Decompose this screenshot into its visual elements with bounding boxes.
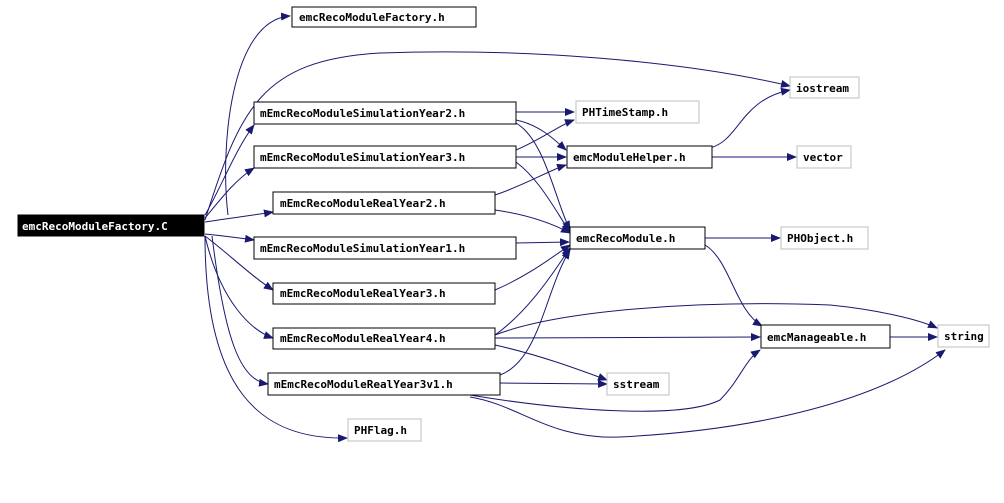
node-label: vector (803, 151, 843, 164)
node-label: emcManageable.h (767, 331, 866, 344)
node-string[interactable]: string (937, 324, 990, 348)
node-label: PHFlag.h (354, 424, 407, 437)
edge-root-to-phflag (204, 235, 348, 443)
edge-real3v1-to-recomodule (499, 249, 571, 376)
node-label: mEmcRecoModuleRealYear3v1.h (274, 378, 453, 391)
node-emcRecoModule-h[interactable]: emcRecoModule.h (569, 226, 706, 250)
edge-real3v1-to-string (469, 349, 946, 438)
node-label: mEmcRecoModuleSimulationYear1.h (260, 242, 465, 255)
node-iostream[interactable]: iostream (789, 76, 860, 99)
edge-sim3-to-recomodule (515, 161, 571, 233)
edge-sim2-to-recomodule (515, 122, 571, 231)
edge-real2-to-helper (494, 163, 567, 196)
node-label: mEmcRecoModuleRealYear4.h (280, 332, 446, 345)
edge-helper-to-iostream (709, 87, 791, 149)
node-label: emcRecoModule.h (576, 232, 675, 245)
node-PHFlag-h[interactable]: PHFlag.h (347, 418, 422, 442)
edge-real4-to-string (494, 303, 938, 336)
node-mEmcRecoModuleSimulationYear2-h[interactable]: mEmcRecoModuleSimulationYear2.h (253, 101, 517, 125)
node-vector[interactable]: vector (796, 145, 852, 169)
node-emcRecoModuleFactory-C[interactable]: emcRecoModuleFactory.C (17, 214, 205, 237)
edge-root-to-real3v1 (211, 235, 269, 387)
node-PHTimeStamp-h[interactable]: PHTimeStamp.h (575, 100, 700, 124)
node-emcModuleHelper-h[interactable]: emcModuleHelper.h (566, 145, 713, 169)
edge-real3v1-to-manageable (469, 349, 761, 412)
node-label: mEmcRecoModuleSimulationYear2.h (260, 107, 465, 120)
node-label: string (944, 330, 984, 343)
edges (204, 12, 946, 443)
node-label: mEmcRecoModuleRealYear2.h (280, 197, 446, 210)
node-label: PHTimeStamp.h (582, 106, 668, 119)
edge-root-to-sim2 (204, 124, 255, 216)
edge-real4-to-recomodule (494, 247, 571, 336)
node-sstream[interactable]: sstream (606, 372, 670, 396)
node-label: iostream (796, 82, 849, 95)
edge-real2-to-recomodule (494, 209, 571, 234)
node-label: PHObject.h (787, 232, 853, 245)
edge-recomodule-to-manageable (704, 244, 763, 327)
node-emcRecoModuleFactory-h[interactable]: emcRecoModuleFactory.h (291, 6, 477, 28)
edge-root-to-sim1 (204, 233, 255, 243)
edge-sim3-to-phtimestamp (515, 119, 575, 151)
node-label: emcModuleHelper.h (573, 151, 686, 164)
edge-real3v1-to-sstream (499, 379, 608, 388)
edge-root-to-real2 (204, 209, 274, 223)
edge-sim1-to-recomodule (515, 238, 570, 247)
edge-root-to-real4 (204, 235, 274, 339)
node-mEmcRecoModuleRealYear2-h[interactable]: mEmcRecoModuleRealYear2.h (272, 191, 496, 215)
edge-sim2-to-helper (515, 119, 567, 151)
node-emcManageable-h[interactable]: emcManageable.h (760, 324, 891, 349)
node-label: emcRecoModuleFactory.C (22, 220, 168, 233)
edge-root-to-iostream (204, 51, 791, 221)
node-label: mEmcRecoModuleRealYear3.h (280, 287, 446, 300)
node-mEmcRecoModuleSimulationYear1-h[interactable]: mEmcRecoModuleSimulationYear1.h (253, 236, 517, 260)
edge-real4-to-manageable (494, 333, 761, 342)
node-label: sstream (613, 378, 660, 391)
node-mEmcRecoModuleRealYear4-h[interactable]: mEmcRecoModuleRealYear4.h (272, 327, 496, 350)
edge-root-to-factory-h (225, 12, 291, 216)
node-label: mEmcRecoModuleSimulationYear3.h (260, 151, 465, 164)
node-mEmcRecoModuleSimulationYear3-h[interactable]: mEmcRecoModuleSimulationYear3.h (253, 145, 517, 169)
node-PHObject-h[interactable]: PHObject.h (780, 226, 869, 250)
edge-root-to-sim3 (204, 167, 255, 219)
node-mEmcRecoModuleRealYear3v1-h[interactable]: mEmcRecoModuleRealYear3v1.h (267, 372, 501, 396)
node-label: emcRecoModuleFactory.h (299, 11, 445, 24)
node-mEmcRecoModuleRealYear3-h[interactable]: mEmcRecoModuleRealYear3.h (272, 282, 496, 305)
edge-real4-to-sstream (494, 344, 608, 381)
